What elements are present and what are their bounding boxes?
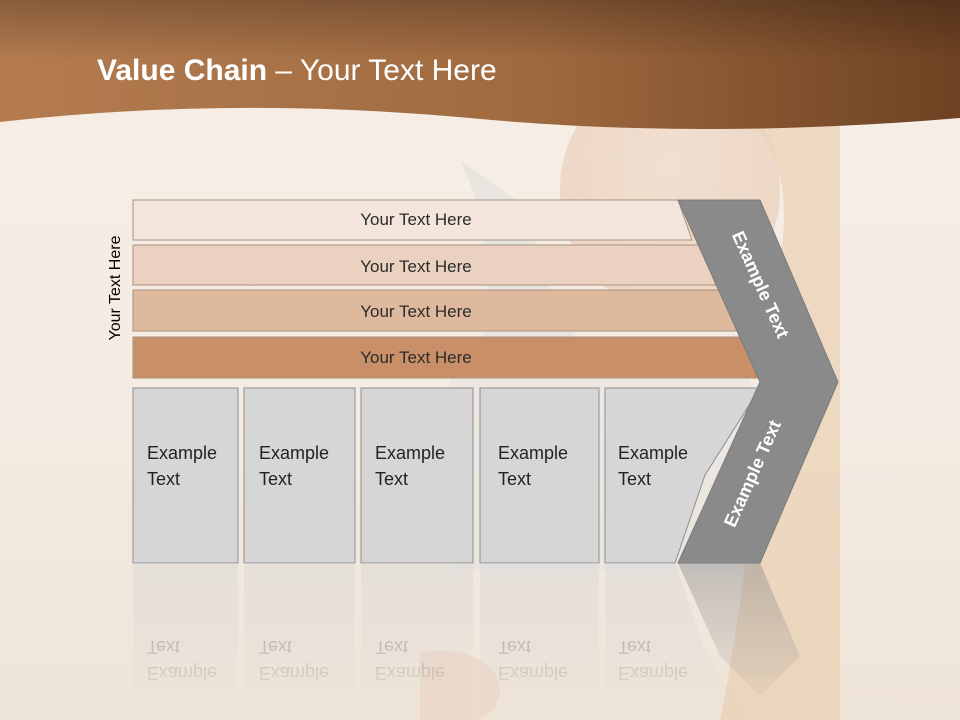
title-bold-part: Value Chain	[97, 54, 268, 87]
diagram-reflection: Example Text Example Text Example Text E…	[133, 563, 800, 720]
activity-box-3	[360, 387, 474, 564]
support-bars: Your Text Here Your Text Here Your Text …	[132, 199, 765, 379]
reflection-box-4-line1: Example	[498, 663, 568, 683]
header-band	[0, 0, 960, 129]
activity-box-5	[604, 387, 761, 564]
reflection-box-2-line1: Example	[259, 663, 329, 683]
activity-box-1	[132, 387, 239, 564]
activity-box-2-line1: Example	[259, 443, 329, 463]
reflection-box-2-line2: Text	[259, 637, 292, 657]
activity-box-2-line2: Text	[259, 469, 292, 489]
activity-box-3-line2: Text	[375, 469, 408, 489]
margin-chevron: Example Text Example Text	[677, 199, 839, 564]
reflection-box-4-line2: Text	[498, 637, 531, 657]
activity-box-5-line1: Example	[618, 443, 688, 463]
bar-3-label: Your Text Here	[360, 302, 472, 321]
activity-boxes: Example Text Example Text Example Text E…	[132, 387, 761, 564]
activity-box-4-line2: Text	[498, 469, 531, 489]
activity-box-2	[243, 387, 356, 564]
bar-2-label: Your Text Here	[360, 257, 472, 276]
activity-box-4-line1: Example	[498, 443, 568, 463]
bar-1	[132, 199, 693, 241]
activity-box-3-line1: Example	[375, 443, 445, 463]
activity-box-1-line2: Text	[147, 469, 180, 489]
activity-box-5-line2: Text	[618, 469, 651, 489]
bar-4-label: Your Text Here	[360, 348, 472, 367]
reflection-box-5-line1: Example	[618, 663, 688, 683]
reflection-box-3-line1: Example	[375, 663, 445, 683]
slide-title: Value Chain – Your Text Here	[97, 54, 497, 88]
bar-1-label: Your Text Here	[360, 210, 472, 229]
reflection-box-5-line2: Text	[618, 637, 651, 657]
title-rest-part: – Your Text Here	[267, 54, 497, 87]
reflection-box-3-line2: Text	[375, 637, 408, 657]
reflection-box-1-line2: Text	[147, 637, 180, 657]
activity-box-1-line1: Example	[147, 443, 217, 463]
reflection-box-1-line1: Example	[147, 663, 217, 683]
